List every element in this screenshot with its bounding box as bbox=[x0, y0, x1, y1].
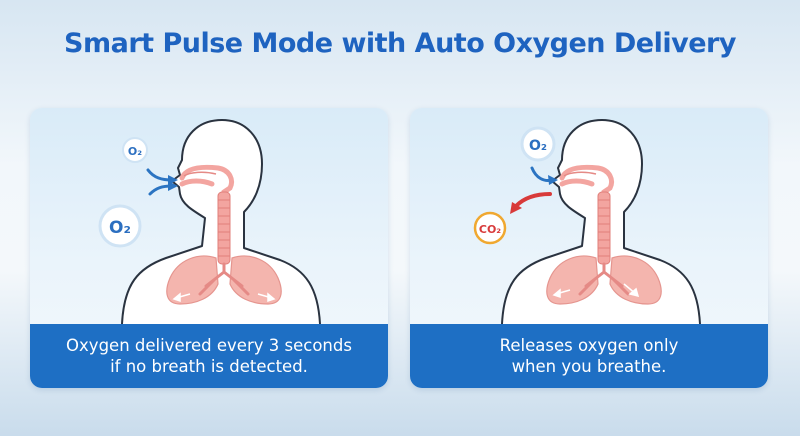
right-lung bbox=[609, 255, 662, 305]
panel-caption: Oxygen delivered every 3 seconds if no b… bbox=[30, 324, 388, 388]
breath-triggered-panel: O₂ CO₂ Releases oxygen only when you bre… bbox=[410, 108, 768, 388]
co2-bubble-icon: CO₂ bbox=[473, 211, 507, 245]
o2-bubble-icon: O₂ bbox=[122, 137, 148, 163]
svg-text:CO₂: CO₂ bbox=[479, 223, 501, 236]
exhale-arrow-icon bbox=[514, 192, 552, 208]
respiratory-illustration: O₂ CO₂ bbox=[473, 119, 701, 325]
panel-caption: Releases oxygen only when you breathe. bbox=[410, 324, 768, 388]
svg-text:O₂: O₂ bbox=[529, 138, 547, 154]
pulse-mode-panel: O₂ O₂ Oxygen delivered every 3 seconds i… bbox=[30, 108, 388, 388]
svg-text:O₂: O₂ bbox=[128, 145, 142, 158]
o2-bubble-icon: O₂ bbox=[520, 126, 556, 162]
o2-bubble-icon: O₂ bbox=[98, 204, 142, 248]
left-lung bbox=[166, 255, 219, 305]
right-lung bbox=[229, 255, 282, 305]
respiratory-illustration: O₂ O₂ bbox=[98, 119, 321, 325]
svg-text:O₂: O₂ bbox=[109, 218, 131, 238]
page-title: Smart Pulse Mode with Auto Oxygen Delive… bbox=[64, 28, 736, 59]
